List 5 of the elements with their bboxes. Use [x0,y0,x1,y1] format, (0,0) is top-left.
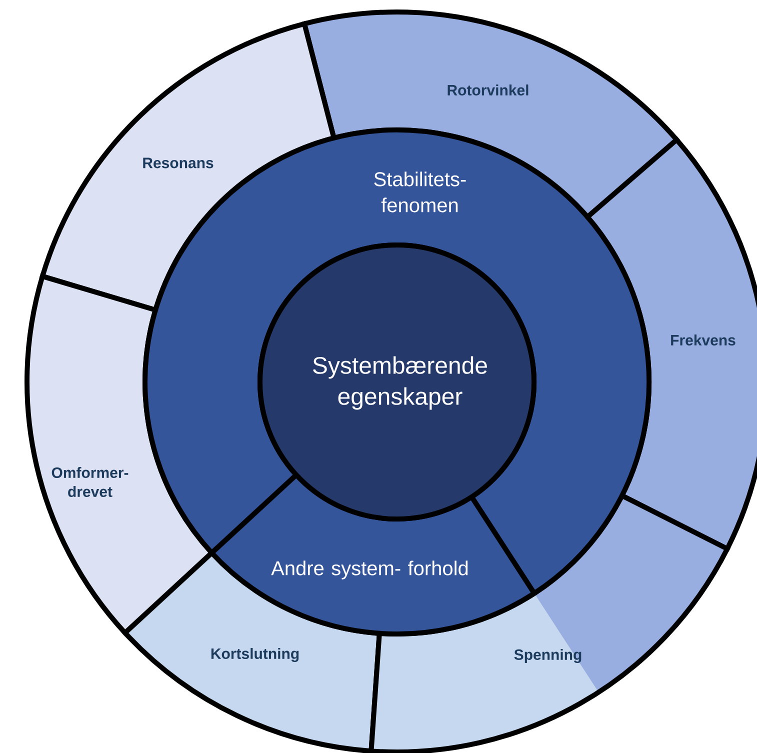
node-label: Frekvens [671,334,736,346]
ring-segment: Andre system- forhold [209,472,537,636]
ring-segment: Omformer- drevet [24,274,214,636]
ring-segment: Resonans [40,21,336,312]
ring-segment: Frekvens [585,137,757,552]
